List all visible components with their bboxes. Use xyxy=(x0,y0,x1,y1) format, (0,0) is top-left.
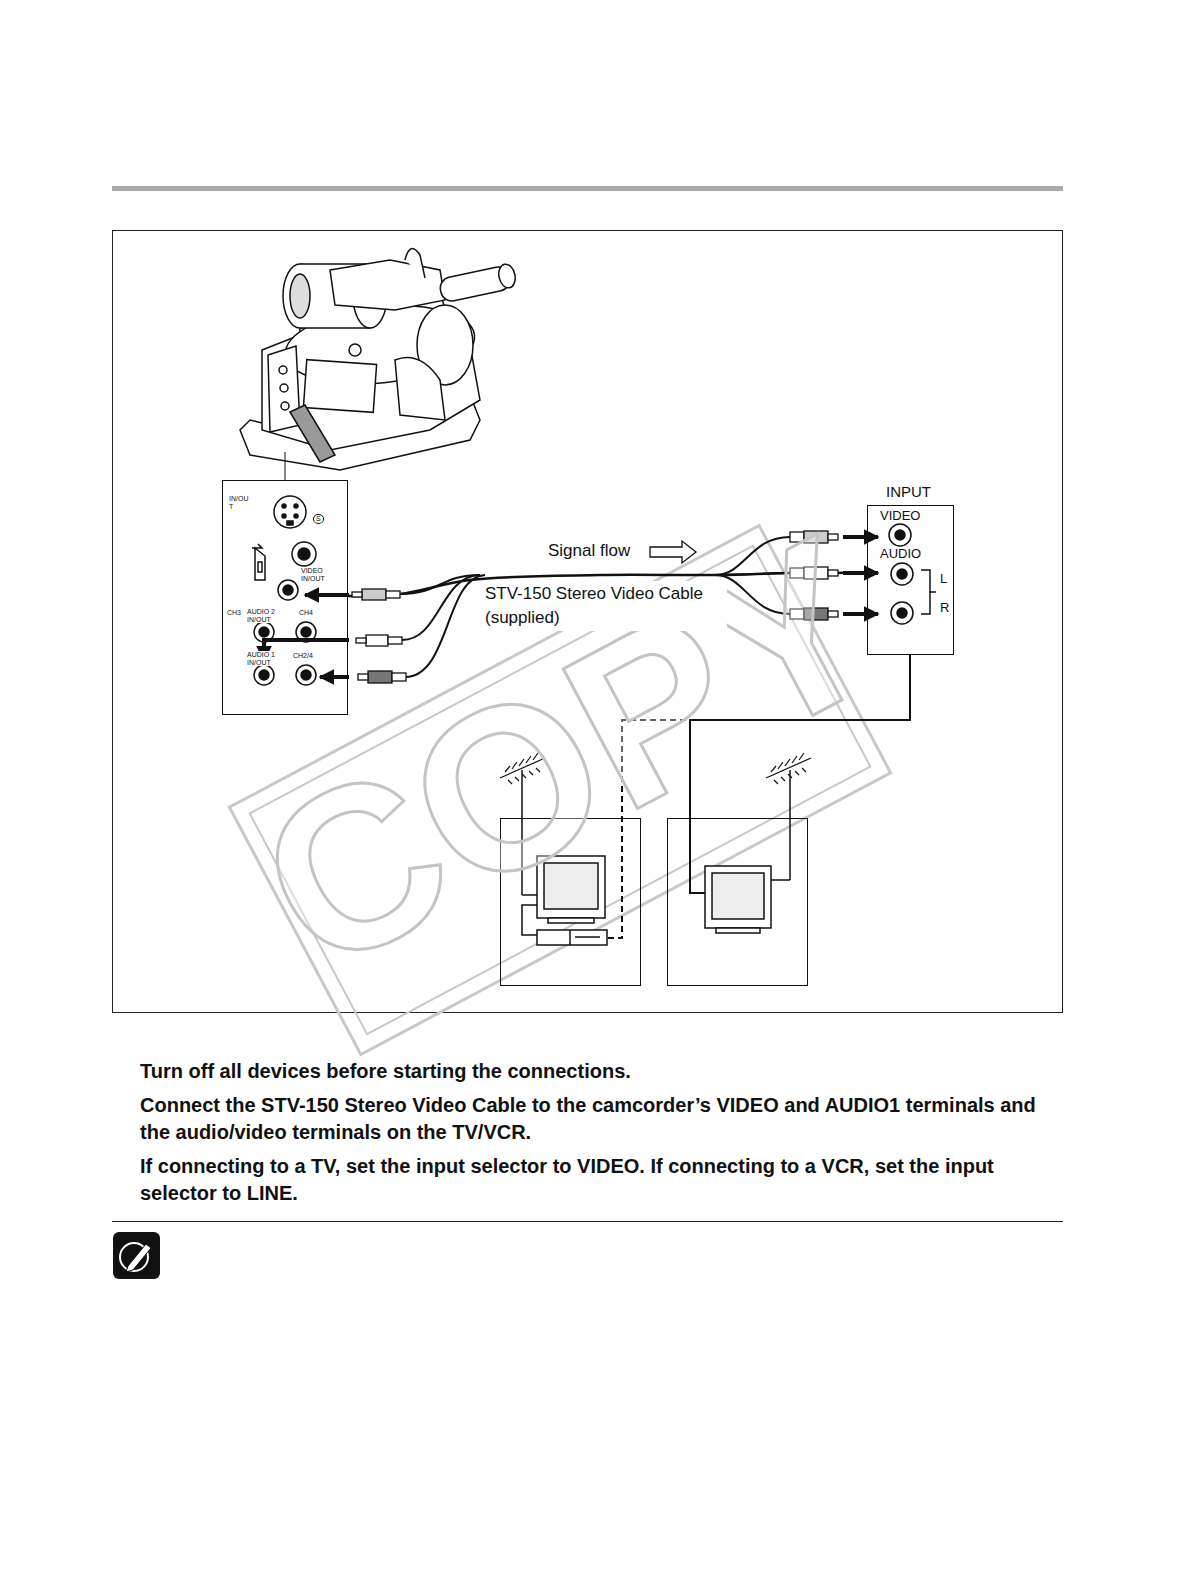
instruction-text: Connect the STV-150 Stereo Video Cable t… xyxy=(140,1092,1070,1146)
figure-frame xyxy=(113,231,1063,1013)
terminal-label: IN/OUT xyxy=(229,495,249,510)
signal-flow-label: Signal flow xyxy=(548,540,630,563)
terminal-label: CH2/4 xyxy=(293,652,313,660)
jack-label: R xyxy=(940,601,949,615)
terminal-label: CH4 xyxy=(299,609,313,617)
terminal-label: CH3 xyxy=(227,609,241,617)
cable-wires xyxy=(400,537,790,677)
instruction-text: If connecting to a TV, set the input sel… xyxy=(140,1153,1070,1207)
insertion-arrows xyxy=(264,537,878,677)
signal-flow-arrow xyxy=(650,541,696,563)
cable-label: STV-150 Stereo Video Cable (supplied) xyxy=(483,581,727,631)
terminal-label: S xyxy=(313,514,324,524)
jack-label: L xyxy=(940,572,947,586)
camcorder-illustration xyxy=(240,249,517,470)
leader-line xyxy=(285,452,286,480)
cable-plugs xyxy=(352,531,838,683)
header-rule xyxy=(112,186,1063,191)
input-panel: INPUTVIDEOAUDIOLR xyxy=(867,505,954,655)
tv-vcr-set xyxy=(500,753,641,986)
terminal-label: AUDIO 1 IN/OUT xyxy=(247,651,287,666)
terminal-panel: IN/OUT S VIDEO IN/OUT CH3 AUDIO 2 IN/OUT CH4A… xyxy=(222,480,348,715)
jack-label: AUDIO xyxy=(880,547,921,561)
input-jacks xyxy=(889,524,936,624)
instruction-text: Turn off all devices before starting the… xyxy=(140,1058,1070,1085)
tv-set xyxy=(668,753,812,986)
jack-label: VIDEO xyxy=(880,509,920,523)
watermark-frame xyxy=(229,526,890,1055)
terminal-label: AUDIO 2 IN/OUT xyxy=(247,608,287,623)
terminal-label: VIDEO IN/OUT xyxy=(301,567,331,582)
vcr-wiring-dashed xyxy=(607,720,686,938)
tv-wiring xyxy=(690,655,910,893)
jack-label: INPUT xyxy=(886,484,931,501)
note-rule xyxy=(112,1221,1063,1222)
note-icon xyxy=(113,1232,160,1279)
